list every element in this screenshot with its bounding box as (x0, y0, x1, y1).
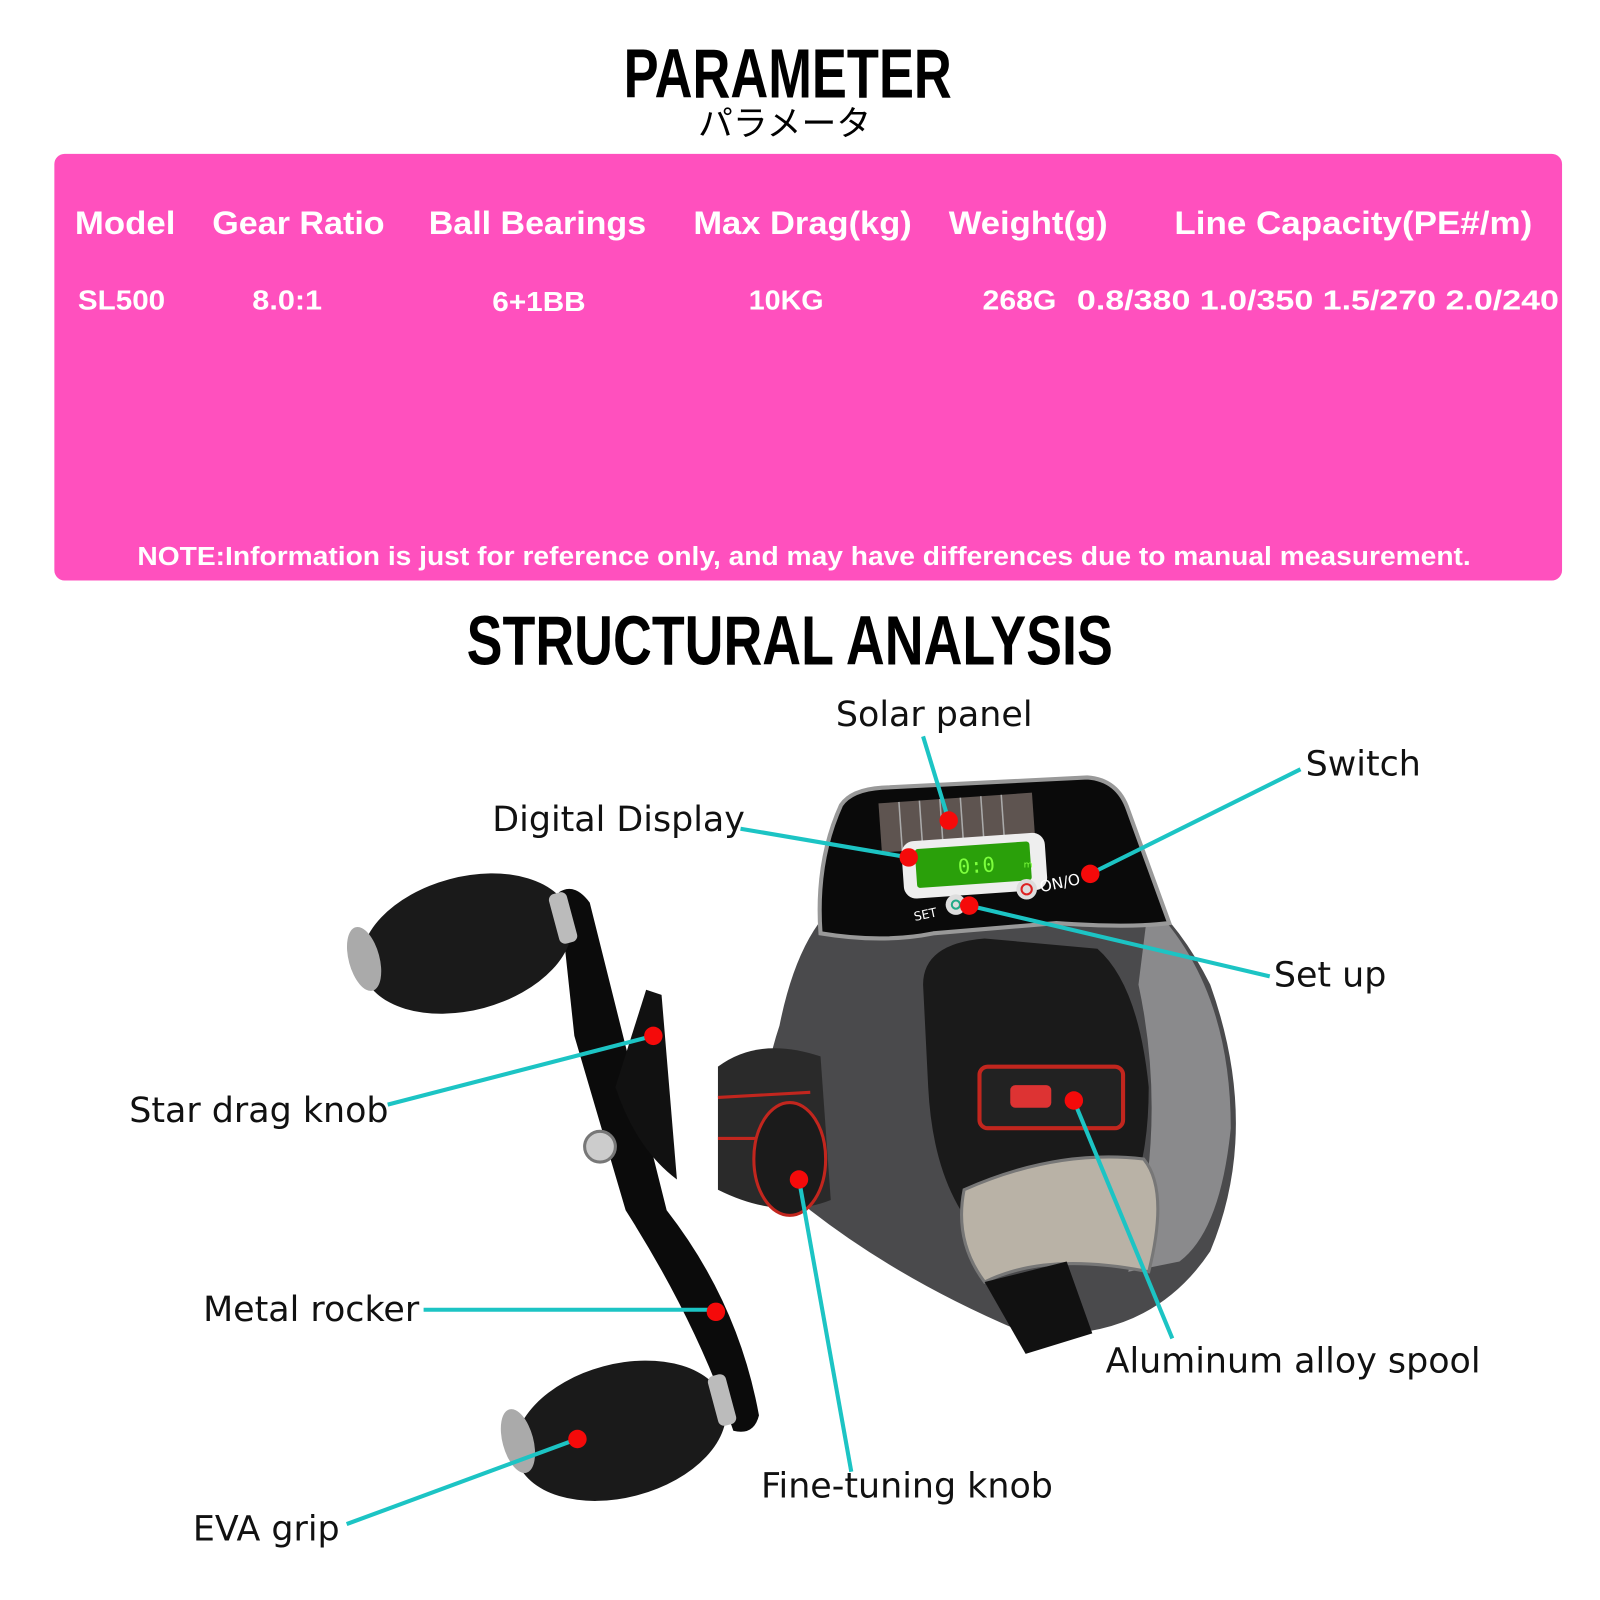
baitcasting-reel-image: 0:0 m ON/O SET (346, 775, 1236, 1501)
spec-values: SL500 8.0:1 6+1BB 10KG 268G 0.8/380 1.0/… (78, 285, 1559, 317)
value-model: SL500 (78, 285, 165, 316)
callout-eva-grip: EVA grip (193, 1429, 587, 1550)
marker-dot (568, 1429, 587, 1449)
spec-headers: Model Gear Ratio Ball Bearings Max Drag(… (75, 204, 1532, 241)
eva-grip-lower-image (500, 1360, 737, 1501)
value-weight: 268G (983, 285, 1057, 316)
label-set-up: Set up (1274, 956, 1387, 996)
disclaimer-note: NOTE:Information is just for reference o… (137, 543, 1470, 571)
set-label: SET (913, 905, 939, 924)
callout-solar-panel: Solar panel (836, 695, 1033, 830)
header-line-capacity: Line Capacity(PE#/m) (1174, 204, 1532, 241)
value-max-drag: 10KG (749, 285, 824, 316)
header-gear-ratio: Gear Ratio (212, 204, 384, 241)
label-switch: Switch (1306, 744, 1421, 784)
callout-fine-tuning-knob: Fine-tuning knob (761, 1170, 1053, 1506)
callout-aluminum-alloy-spool: Aluminum alloy spool (1064, 1091, 1481, 1381)
marker-dot (789, 1170, 809, 1189)
marker-dot (1064, 1091, 1084, 1110)
label-star-drag-knob: Star drag knob (129, 1091, 388, 1131)
label-fine-tuning-knob: Fine-tuning knob (761, 1466, 1053, 1506)
marker-dot (939, 811, 958, 830)
header-max-drag: Max Drag(kg) (693, 204, 911, 241)
marker-dot (960, 896, 979, 915)
display-unit: m (1024, 860, 1033, 871)
callout-set-up: Set up (960, 896, 1387, 996)
callout-metal-rocker: Metal rocker (203, 1290, 726, 1330)
section-title: STRUCTURAL ANALYSIS (467, 602, 1113, 680)
marker-dot (899, 848, 918, 867)
eva-grip-upper-image (346, 873, 578, 1014)
callout-star-drag-knob: Star drag knob (129, 1026, 663, 1131)
callout-switch: Switch (1081, 744, 1421, 884)
label-aluminum-alloy-spool: Aluminum alloy spool (1106, 1341, 1481, 1381)
label-eva-grip: EVA grip (193, 1510, 340, 1550)
page-title-japanese: パラメータ (698, 104, 871, 144)
value-line-capacity: 0.8/380 1.0/350 1.5/270 2.0/240 (1077, 285, 1559, 316)
marker-dot (1081, 864, 1100, 884)
callout-digital-display: Digital Display (492, 800, 918, 867)
label-digital-display: Digital Display (492, 800, 745, 840)
marker-dot (644, 1026, 663, 1046)
spec-panel (54, 153, 1563, 581)
marker-dot (706, 1302, 726, 1322)
header-ball-bearings: Ball Bearings (429, 204, 646, 241)
label-metal-rocker: Metal rocker (203, 1290, 420, 1330)
label-solar-panel: Solar panel (836, 695, 1033, 735)
display-readout: 0:0 (957, 852, 996, 879)
header-model: Model (75, 204, 176, 241)
page-title: PARAMETER (624, 34, 952, 112)
power-button-icon[interactable] (1016, 878, 1037, 900)
value-gear-ratio: 8.0:1 (252, 285, 322, 316)
header-weight: Weight(g) (949, 204, 1108, 241)
value-ball-bearings: 6+1BB (492, 286, 585, 317)
